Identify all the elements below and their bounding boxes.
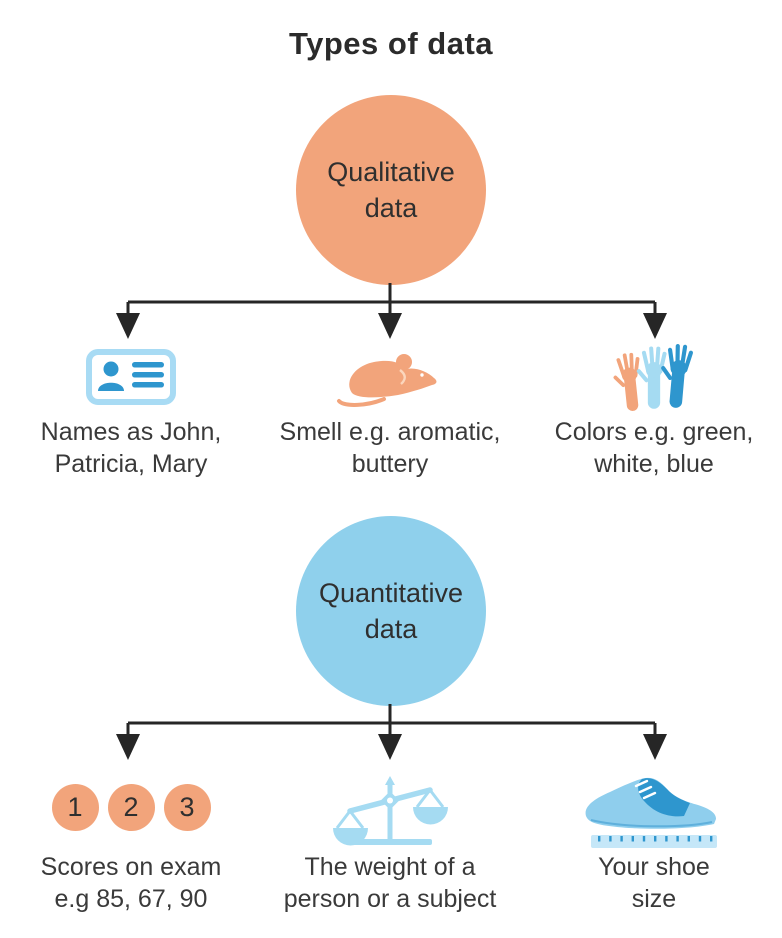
arrowhead-icon bbox=[643, 313, 667, 339]
quantitative-data-node: Quantitative data bbox=[296, 516, 486, 706]
shoe-ruler-icon bbox=[585, 777, 717, 848]
example-scores-label: Scores on exam e.g 85, 67, 90 bbox=[40, 853, 222, 913]
qualitative-data-node: Qualitative data bbox=[296, 95, 486, 285]
arrowhead-icon bbox=[643, 734, 667, 760]
qualitative-node-label: Qualitative data bbox=[327, 156, 455, 223]
quantitative-branch-connector bbox=[116, 704, 667, 760]
quantitative-node-label: Quantitative data bbox=[318, 577, 464, 644]
balance-scale-icon bbox=[333, 776, 448, 846]
number-badge-2: 2 bbox=[107, 783, 155, 831]
arrowhead-icon bbox=[116, 313, 140, 339]
example-names-label: Names as John, Patricia, Mary bbox=[40, 418, 222, 478]
arrowhead-icon bbox=[378, 313, 402, 339]
example-smell: Smell e.g. aromatic, buttery bbox=[256, 346, 524, 480]
mouse-icon bbox=[337, 354, 437, 407]
example-scores: 1 2 3 Scores on exam e.g 85, 67, 90 bbox=[8, 768, 254, 915]
page-title: Types of data bbox=[288, 26, 494, 61]
number-badge-3: 3 bbox=[163, 783, 211, 831]
example-shoe-size: Your shoe size bbox=[524, 768, 782, 915]
example-weight-label: The weight of a person or a subject bbox=[283, 853, 497, 913]
example-shoe-size-label: Your shoe size bbox=[598, 853, 710, 913]
example-names: Names as John, Patricia, Mary bbox=[8, 346, 254, 480]
example-weight: The weight of a person or a subject bbox=[256, 768, 524, 915]
numbered-circles-icon: 1 2 3 bbox=[51, 783, 211, 831]
arrowhead-icon bbox=[116, 734, 140, 760]
qualitative-branch-connector bbox=[116, 283, 667, 339]
example-colors: Colors e.g. green, white, blue bbox=[524, 344, 782, 480]
example-smell-label: Smell e.g. aromatic, buttery bbox=[279, 418, 501, 478]
example-colors-label: Colors e.g. green, white, blue bbox=[554, 418, 754, 478]
raised-hands-icon bbox=[613, 344, 693, 411]
number-badge-1: 1 bbox=[51, 783, 99, 831]
arrowhead-icon bbox=[378, 734, 402, 760]
id-card-icon bbox=[86, 349, 176, 405]
